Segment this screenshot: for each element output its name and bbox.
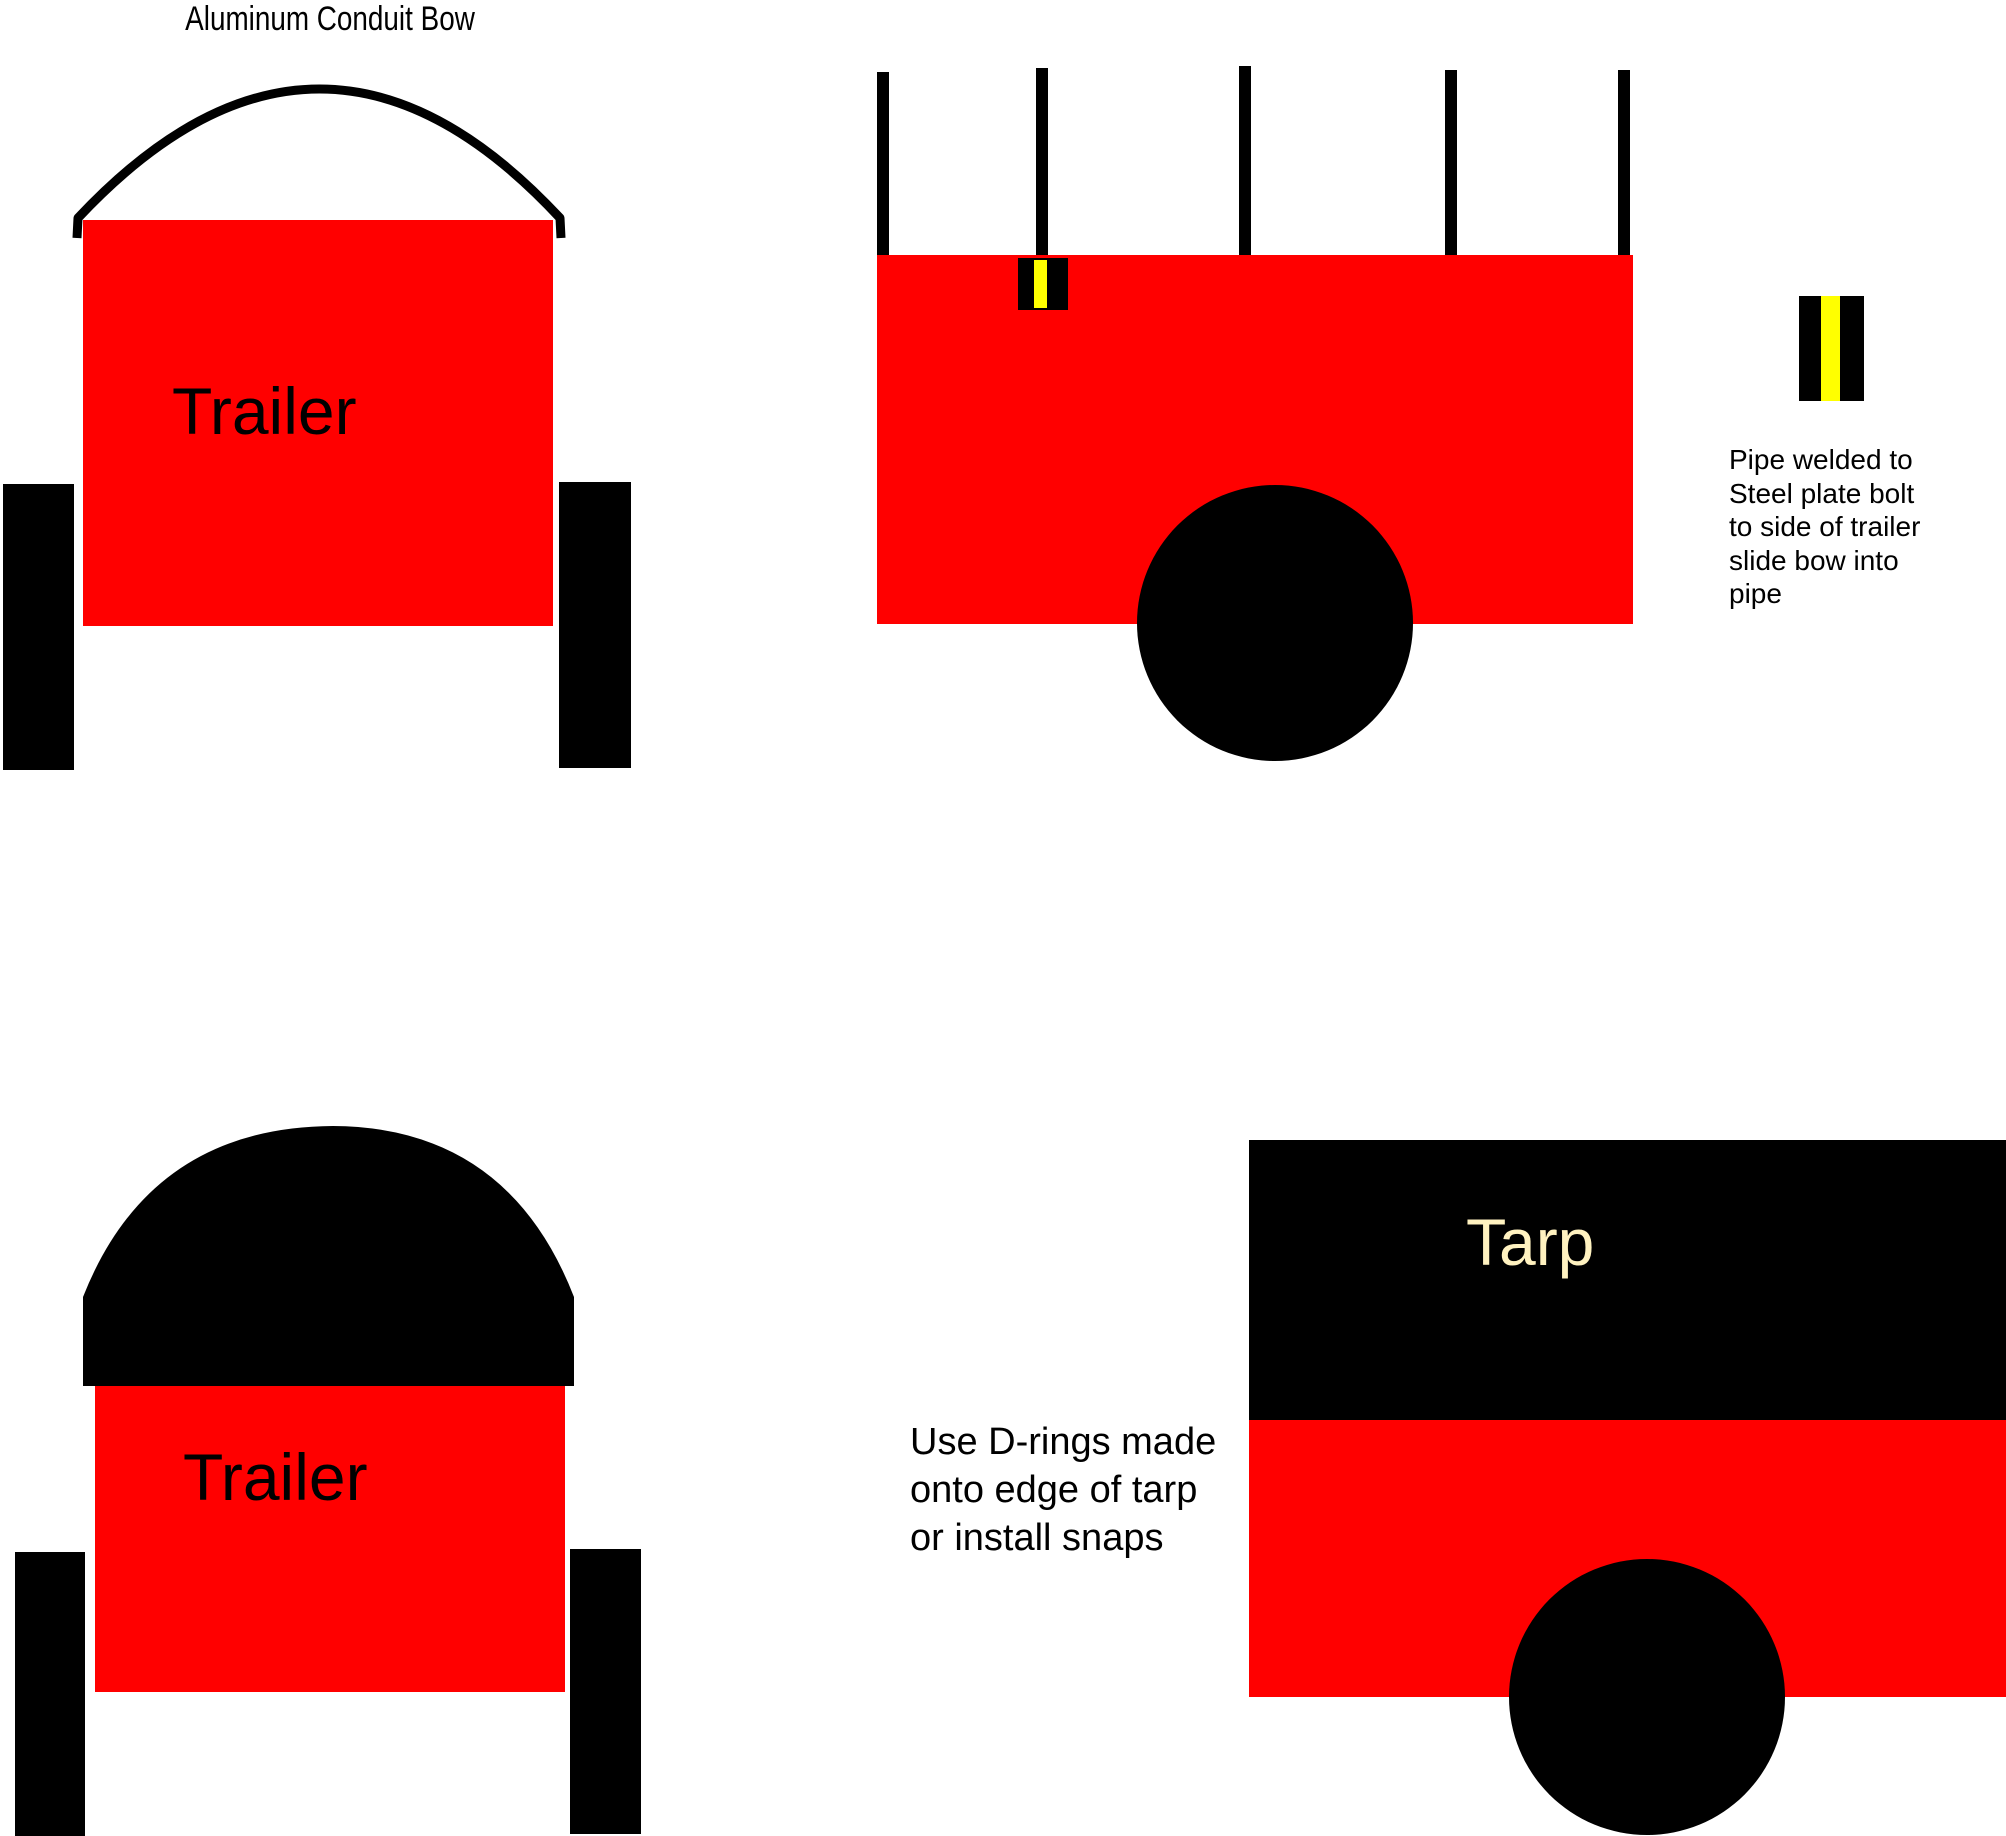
side-view-with-bows: Pipe welded to Steel plate bolt to side …	[877, 66, 1928, 761]
tarp	[1249, 1140, 2006, 1420]
bow-label: Aluminum Conduit Bow	[185, 0, 475, 38]
trailer-body	[95, 1386, 565, 1692]
pipe-note-line: Steel plate bolt	[1729, 478, 1914, 509]
pipe-note-line: to side of trailer	[1729, 511, 1920, 542]
aluminum-conduit-bow	[72, 84, 566, 239]
pipe-bracket-detail	[1799, 296, 1864, 401]
pipe-note-line: pipe	[1729, 578, 1782, 609]
trailer-label: Trailer	[183, 1440, 368, 1514]
front-view-with-tarp: Trailer	[15, 1126, 641, 1836]
wheel-left	[15, 1552, 85, 1836]
trailer-body	[83, 220, 553, 626]
tarp-note: Use D-rings made onto edge of tarp or in…	[910, 1421, 1227, 1559]
pipe-note-line: Pipe welded to	[1729, 444, 1913, 475]
tarp-dome	[83, 1126, 574, 1386]
front-view-with-bow: Aluminum Conduit Bow Trailer	[3, 0, 631, 770]
tarp-note-line: Use D-rings made	[910, 1421, 1216, 1463]
pipe-note: Pipe welded to Steel plate bolt to side …	[1729, 444, 1928, 609]
tarp-label: Tarp	[1466, 1205, 1594, 1279]
pipe-bracket-mounted	[1018, 258, 1068, 310]
wheel-left	[3, 484, 74, 770]
tarp-note-line: or install snaps	[910, 1517, 1163, 1559]
pipe-note-line: slide bow into	[1729, 545, 1899, 576]
wheel	[1137, 485, 1413, 761]
wheel	[1509, 1559, 1785, 1835]
side-view-with-tarp: Use D-rings made onto edge of tarp or in…	[910, 1140, 2006, 1835]
trailer-label: Trailer	[172, 374, 357, 448]
wheel-right	[559, 482, 631, 768]
wheel-right	[570, 1549, 641, 1834]
tarp-note-line: onto edge of tarp	[910, 1469, 1197, 1511]
